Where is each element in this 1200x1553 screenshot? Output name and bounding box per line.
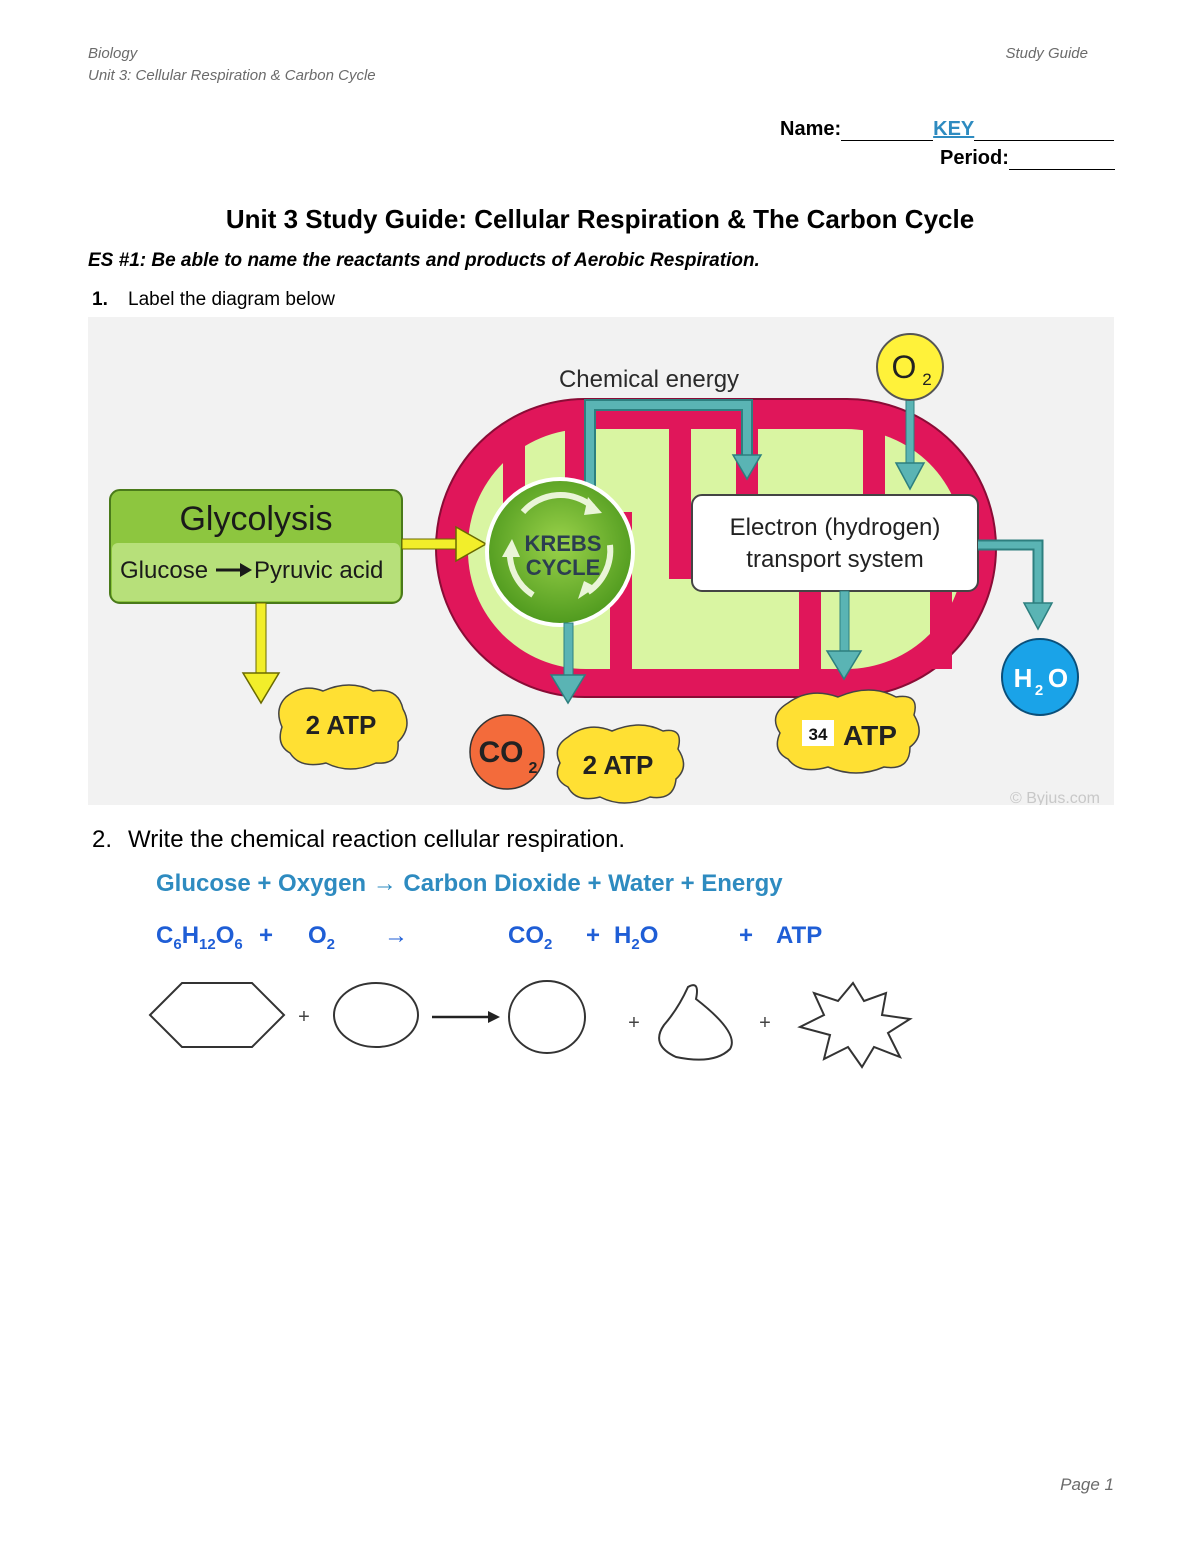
hexagon-glucose-icon [148, 982, 286, 1048]
star-energy-icon [797, 981, 913, 1069]
electron-transport-box: Electron (hydrogen) transport system [691, 494, 979, 592]
h2o-subscript: 2 [1035, 682, 1043, 699]
formula-plus-1: + [259, 922, 274, 949]
glycolysis-glucose: Glucose [120, 557, 208, 584]
header-unit: Unit 3: Cellular Respiration & Carbon Cy… [88, 67, 376, 84]
header-doc-type: Study Guide [1005, 45, 1088, 62]
o2-circle: O 2 [876, 333, 944, 401]
yellow-arrow-to-atp [241, 602, 281, 705]
name-underline-tail [974, 118, 1115, 141]
shape-plus-3: + [759, 1012, 771, 1034]
etc-label-2: transport system [746, 546, 923, 573]
oval-co2-icon [508, 980, 586, 1054]
period-field: Period: [940, 147, 1115, 170]
formula-arrow: → [384, 922, 408, 949]
question-2-text: Write the chemical reaction cellular res… [128, 826, 626, 853]
formula-water: H2O [614, 922, 659, 953]
formula-atp: ATP [776, 922, 823, 949]
formula-oxygen: O2 [308, 922, 336, 953]
krebs-co2-arrow [549, 622, 587, 705]
image-credit: © Byjus.com [1010, 790, 1100, 805]
formula-plus-2: + [586, 922, 601, 949]
o2-label: O [892, 349, 917, 385]
etc-label-1: Electron (hydrogen) [730, 514, 941, 541]
yellow-arrow-to-krebs [401, 525, 488, 563]
chemical-energy-arrow [584, 399, 763, 492]
name-label: Name: [780, 118, 842, 140]
word-equation: Glucose + Oxygen → Carbon Dioxide + Wate… [156, 870, 783, 897]
chemical-energy-label: Chemical energy [559, 366, 739, 393]
co2-label: CO [479, 736, 524, 769]
essential-standard-1: ES #1: Be able to name the reactants and… [88, 250, 760, 271]
shape-plus-2: + [628, 1012, 640, 1034]
h2o-h: H [1014, 663, 1033, 693]
co2-subscript: 2 [529, 760, 538, 777]
page-title: Unit 3 Study Guide: Cellular Respiration… [225, 204, 975, 234]
krebs-label-2: CYCLE [526, 555, 601, 580]
period-underline [1008, 147, 1115, 170]
question-2: 2. Write the chemical reaction cellular r… [92, 826, 625, 854]
krebs-label-1: KREBS [524, 531, 601, 556]
oval-oxygen-icon [333, 982, 419, 1048]
formula-co2: CO2 [508, 922, 553, 953]
formula-plus-3: + [739, 922, 754, 949]
name-field: Name: KEY [780, 118, 1115, 141]
drop-water-icon [658, 984, 733, 1061]
glycolysis-title: Glycolysis [179, 500, 332, 538]
atp-krebs-blob: 2 ATP [556, 724, 685, 804]
page-number: Page 1 [1060, 1475, 1114, 1494]
atp-glycolysis-label: 2 ATP [306, 710, 377, 740]
chemical-formula: C6H12O6 + O2 → CO2 + H2O + ATP [156, 922, 856, 958]
formula-glucose: C6H12O6 [156, 922, 243, 953]
atp-etc-number: 34 [809, 725, 828, 744]
name-underline-lead [841, 118, 934, 141]
atp-krebs-label: 2 ATP [583, 750, 654, 780]
etc-atp-arrow [825, 590, 863, 681]
o2-subscript: 2 [922, 370, 931, 389]
question-1-text: Label the diagram below [128, 289, 336, 310]
question-1: 1. Label the diagram below [92, 289, 335, 311]
name-value: KEY [933, 118, 975, 140]
atp-etc-blob: 34 ATP [774, 689, 920, 774]
atp-etc-label: ATP [843, 720, 897, 751]
reaction-shapes: + + + [140, 975, 930, 1070]
shape-plus-1: + [298, 1006, 310, 1028]
cellular-respiration-diagram: Glycolysis Glucose Pyruvic acid Chemical… [88, 317, 1114, 807]
atp-glycolysis-blob: 2 ATP [278, 684, 408, 770]
header-subject: Biology [88, 45, 138, 62]
h2o-circle: H 2 O [1001, 638, 1079, 716]
krebs-cycle: KREBS CYCLE [485, 477, 635, 627]
h2o-o: O [1048, 663, 1068, 693]
period-label: Period: [940, 147, 1009, 169]
cycle-arrow-icon [520, 492, 595, 515]
etc-h2o-arrow [978, 539, 1054, 631]
question-1-number: 1. [92, 289, 108, 310]
question-2-number: 2. [92, 826, 113, 853]
glycolysis-box: Glycolysis Glucose Pyruvic acid [109, 489, 403, 604]
co2-circle: CO 2 [469, 714, 545, 790]
glycolysis-pyruvic: Pyruvic acid [254, 557, 383, 584]
